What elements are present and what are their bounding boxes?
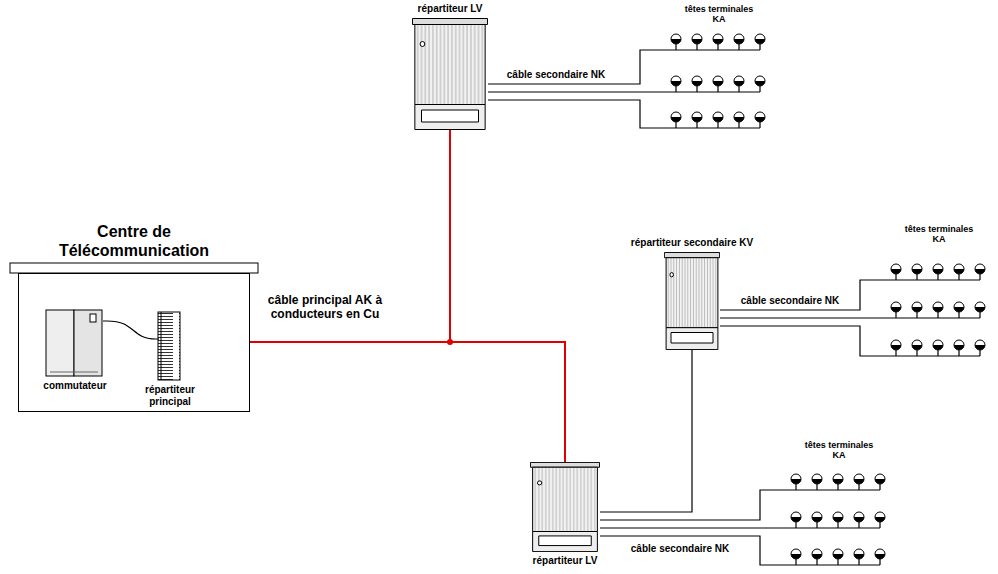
terminal-head bbox=[791, 549, 801, 565]
terminal-head bbox=[791, 512, 801, 528]
terminal-heads bbox=[671, 34, 985, 565]
terminal-head bbox=[812, 549, 822, 565]
node-label: répartiteur LV bbox=[533, 555, 598, 567]
terminal-head bbox=[975, 264, 985, 280]
terminal-head bbox=[692, 76, 702, 92]
terminal-head bbox=[755, 76, 765, 92]
switch-box: commutateur bbox=[47, 311, 103, 377]
terminal-head bbox=[833, 512, 843, 528]
terminal-head bbox=[713, 76, 723, 92]
terminal-head bbox=[891, 264, 901, 280]
terminal-head bbox=[954, 340, 964, 356]
node-label: commutateur bbox=[43, 380, 106, 392]
terminal-head bbox=[891, 302, 901, 318]
cabinet-kv bbox=[664, 252, 719, 349]
terminal-head bbox=[755, 112, 765, 128]
node-label: têtes terminales KA bbox=[679, 4, 759, 25]
terminal-head bbox=[912, 340, 922, 356]
building-roof bbox=[10, 263, 258, 273]
cable-line bbox=[600, 527, 780, 528]
cabinet-box: répartiteur LV bbox=[530, 462, 600, 552]
terminal-head bbox=[671, 76, 681, 92]
cable-label: câble secondaire NK bbox=[739, 295, 841, 307]
terminal-head bbox=[875, 474, 885, 490]
terminal-head bbox=[734, 34, 744, 50]
terminal-head bbox=[954, 264, 964, 280]
node-label: Centre de Télécommunication bbox=[34, 222, 234, 260]
terminal-head bbox=[975, 302, 985, 318]
terminal-head bbox=[734, 112, 744, 128]
terminal-head bbox=[912, 264, 922, 280]
terminal-head bbox=[933, 264, 943, 280]
node-label: têtes terminales KA bbox=[799, 440, 879, 461]
cabinet-lv bbox=[412, 19, 487, 130]
terminal-head bbox=[833, 474, 843, 490]
terminal-head bbox=[791, 474, 801, 490]
main-cable bbox=[250, 342, 565, 462]
terminal-head bbox=[692, 34, 702, 50]
cabinet-box: répartiteur LV bbox=[412, 18, 488, 130]
terminal-head bbox=[854, 474, 864, 490]
cable-line bbox=[488, 91, 660, 92]
terminal-head bbox=[854, 512, 864, 528]
cable-line bbox=[720, 317, 880, 318]
terminal-head bbox=[713, 112, 723, 128]
cabinet-box: répartiteur secondaire KV bbox=[664, 252, 720, 350]
cable-line bbox=[600, 350, 692, 512]
terminal-head bbox=[833, 549, 843, 565]
distribution-frame bbox=[158, 312, 180, 380]
node-label: têtes terminales KA bbox=[899, 224, 979, 245]
terminal-head bbox=[975, 340, 985, 356]
terminal-group: têtes terminales KA bbox=[880, 224, 998, 360]
terminal-head bbox=[812, 512, 822, 528]
building: Centre de Télécommunicationcommutateurré… bbox=[18, 273, 250, 412]
node-label: répartiteur principal bbox=[138, 384, 202, 408]
switch-cabinet bbox=[46, 310, 102, 376]
terminal-head bbox=[734, 76, 744, 92]
terminal-head bbox=[875, 549, 885, 565]
cable-label: câble principal AK à conducteurs en Cu bbox=[258, 293, 392, 322]
secondary-cable-lines bbox=[488, 50, 980, 565]
terminal-head bbox=[755, 34, 765, 50]
terminal-head bbox=[854, 549, 864, 565]
terminal-head bbox=[692, 112, 702, 128]
terminal-group: têtes terminales KA bbox=[660, 4, 778, 132]
terminal-head bbox=[954, 302, 964, 318]
terminal-head bbox=[671, 112, 681, 128]
terminal-head bbox=[671, 34, 681, 50]
terminal-head bbox=[933, 302, 943, 318]
cable-label: câble secondaire NK bbox=[505, 69, 607, 81]
main-cable bbox=[250, 130, 450, 342]
node-label: répartiteur secondaire KV bbox=[631, 237, 753, 249]
terminal-group: têtes terminales KA bbox=[780, 440, 898, 568]
terminal-head bbox=[812, 474, 822, 490]
cable-line bbox=[103, 321, 159, 339]
cable-label: câble secondaire NK bbox=[629, 543, 731, 555]
terminal-head bbox=[933, 340, 943, 356]
terminal-head bbox=[912, 302, 922, 318]
node-label: répartiteur LV bbox=[418, 3, 483, 15]
cabinet-lv bbox=[530, 462, 599, 551]
terminal-head bbox=[713, 34, 723, 50]
frame-box: répartiteur principal bbox=[159, 313, 181, 381]
terminal-head bbox=[891, 340, 901, 356]
terminal-head bbox=[875, 512, 885, 528]
